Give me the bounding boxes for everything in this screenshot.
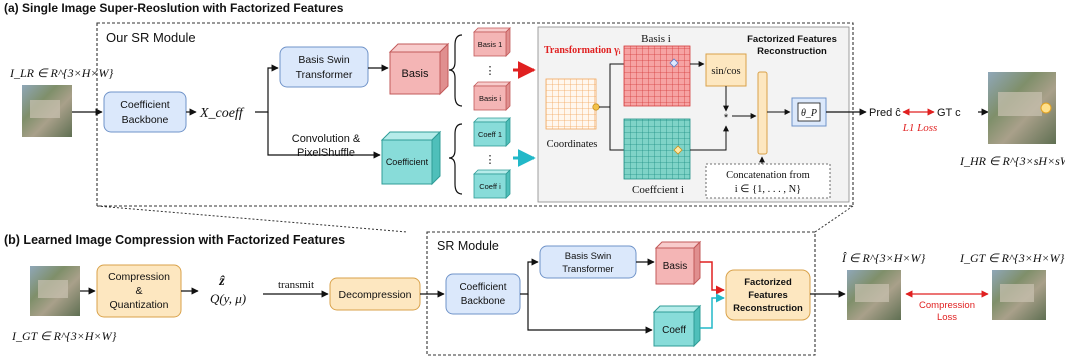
basis-swin-transformer xyxy=(279,46,369,88)
title-a: (a) Single Image Super-Reoslution with F… xyxy=(4,1,344,15)
conv-pixelshuffle-label: Convolution & xyxy=(292,133,361,145)
basis-cube-bottom: Basis xyxy=(654,240,702,286)
sr-module-label: Our SR Module xyxy=(106,30,196,45)
svg-text:Loss: Loss xyxy=(937,312,957,323)
ffr-panel-title: Factorized Features xyxy=(747,34,837,45)
svg-text:Transformer: Transformer xyxy=(562,264,613,275)
svg-text:Coeff i: Coeff i xyxy=(479,182,501,191)
svg-text:Quantization: Quantization xyxy=(110,299,169,311)
svg-text:Backbone: Backbone xyxy=(461,296,506,307)
svg-text:Reconstruction: Reconstruction xyxy=(757,46,827,57)
sr-module-bottom-label: SR Module xyxy=(437,239,499,253)
pred-label: Pred ĉ xyxy=(869,107,901,119)
svg-text:θ_P: θ_P xyxy=(801,108,817,119)
coefficient-backbone-bottom xyxy=(445,273,521,315)
coeff-cube-bottom: Coeff xyxy=(652,304,702,348)
svg-text:Concatenation from: Concatenation from xyxy=(726,170,810,181)
l1-loss-label: L1 Loss xyxy=(902,122,938,134)
svg-text:Basis: Basis xyxy=(663,261,687,272)
svg-text:PixelShuffle: PixelShuffle xyxy=(297,147,355,159)
svg-text:Basis 1: Basis 1 xyxy=(478,40,503,49)
gt-input-label: I_GT ∈ R^{3×H×W} xyxy=(11,329,117,343)
theta-inner xyxy=(797,102,821,122)
coordinates-label: Coordinates xyxy=(547,139,598,150)
svg-text:Coeff: Coeff xyxy=(662,325,686,336)
concat-bar xyxy=(757,71,768,155)
svg-text:Decompression: Decompression xyxy=(339,289,412,301)
concat-box xyxy=(705,163,831,199)
coeff-item-i: Coeff i xyxy=(473,169,511,199)
coeff-item-1: Coeff 1 xyxy=(473,117,511,147)
igt-label: I_GT ∈ R^{3×H×W} xyxy=(959,251,1065,265)
gt-label: GT c xyxy=(937,107,961,119)
svg-text:Transformer: Transformer xyxy=(296,69,353,81)
basis-brace xyxy=(448,34,463,107)
svg-text:sin/cos: sin/cos xyxy=(711,66,740,77)
basis-i-label: Basis i xyxy=(641,33,671,45)
sincos-box xyxy=(705,53,747,87)
ihat-label: Î ∈ R^{3×H×W} xyxy=(841,251,925,265)
svg-text:i ∈ {1, . . . , N}: i ∈ {1, . . . , N} xyxy=(735,184,801,195)
svg-text:Coefficient: Coefficient xyxy=(120,99,170,111)
svg-text:Reconstruction: Reconstruction xyxy=(733,303,803,314)
svg-text:Coefficient: Coefficient xyxy=(459,282,506,293)
svg-text:Basis Swin: Basis Swin xyxy=(298,54,350,66)
basis-i-grid xyxy=(623,45,691,107)
ffr-box-bottom xyxy=(725,269,811,321)
transmit-label: transmit xyxy=(278,279,314,291)
title-b: (b) Learned Image Compression with Facto… xyxy=(4,233,345,247)
svg-text:Factorized: Factorized xyxy=(744,277,792,288)
svg-text:Features: Features xyxy=(748,290,788,301)
svg-text:&: & xyxy=(135,285,142,297)
svg-text:Basis i: Basis i xyxy=(479,94,501,103)
svg-text:Coefficient: Coefficient xyxy=(386,157,429,167)
svg-text:Coeff 1: Coeff 1 xyxy=(478,130,502,139)
x-coeff-label: X_coeff xyxy=(199,106,245,121)
z-hat-label: ẑ xyxy=(218,274,225,289)
coefficient-cube: Coefficient xyxy=(380,130,442,186)
svg-text:Basis: Basis xyxy=(402,68,429,80)
svg-text:⋮: ⋮ xyxy=(485,154,496,166)
basis-item-i: Basis i xyxy=(473,81,511,111)
q-label: Q(y, μ) xyxy=(210,291,246,306)
hr-output-label: I_HR ∈ R^{3×sH×sW} xyxy=(959,154,1065,168)
basis-cube: Basis xyxy=(388,42,450,96)
compression-loss-label: Compression xyxy=(919,300,975,311)
coordinates-grid xyxy=(545,78,597,130)
multiply-symbol: * xyxy=(724,112,729,124)
coefficient-backbone xyxy=(103,91,187,133)
svg-text:Backbone: Backbone xyxy=(122,114,169,126)
lr-input-label: I_LR ∈ R^{3×H×W} xyxy=(9,66,114,80)
svg-text:Compression: Compression xyxy=(108,271,170,283)
transformation-label: Transformation γᵢ xyxy=(544,45,621,56)
coeff-brace xyxy=(448,123,463,195)
svg-text:⋮: ⋮ xyxy=(485,65,496,77)
svg-text:Basis Swin: Basis Swin xyxy=(565,251,611,262)
coefficient-i-label: Coeffcient i xyxy=(632,184,684,196)
basis-item-1: Basis 1 xyxy=(473,27,511,57)
